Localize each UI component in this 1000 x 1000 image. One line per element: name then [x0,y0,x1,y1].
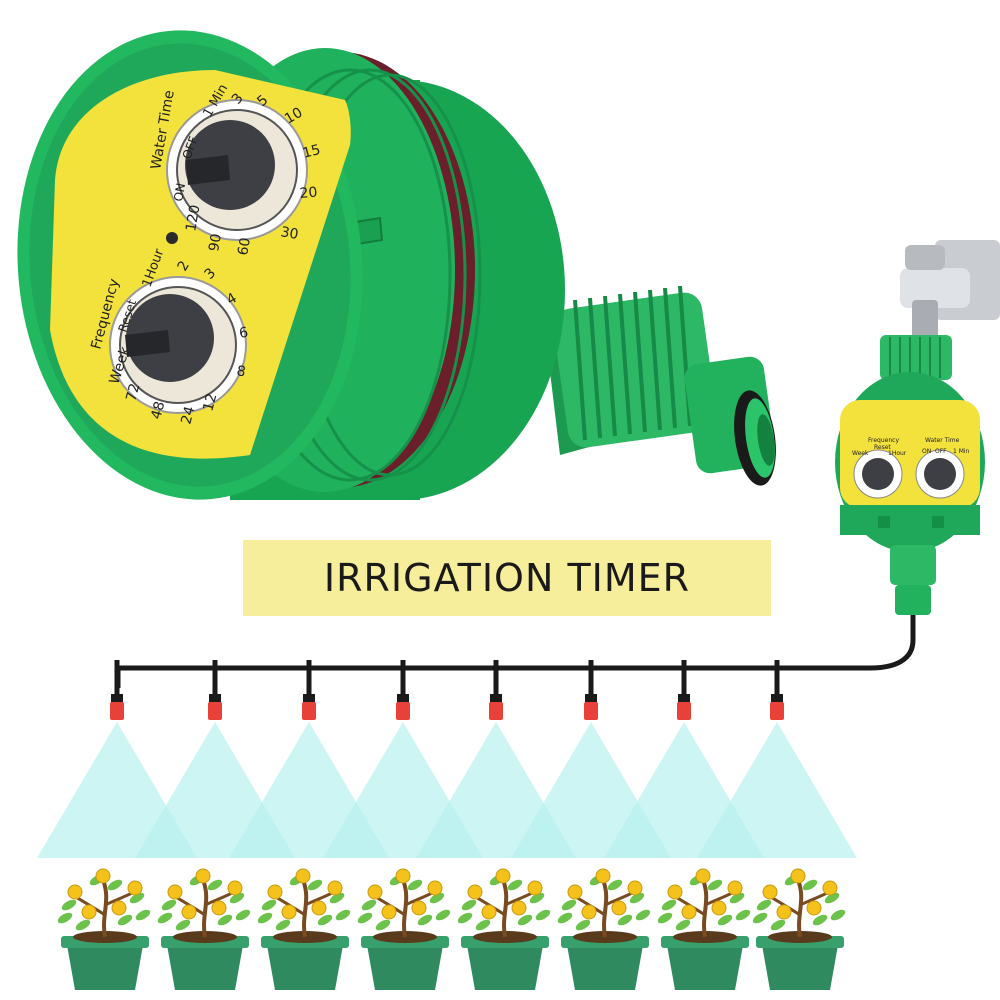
coin-icon [762,884,778,900]
sprinkler-nozzle [584,660,598,720]
potted-plant [357,868,451,990]
water-time-120: 120 [183,204,203,233]
water-time-90: 90 [206,232,225,252]
coin-icon [627,880,643,896]
hose-connector [545,285,776,486]
coin-icon [411,900,427,916]
coin-icon [267,884,283,900]
coin-icon [67,884,83,900]
faucet [900,240,1000,340]
small-on-label: ON [922,448,931,455]
small-min-label: 1 Min [953,448,970,455]
coin-icon [81,904,97,920]
potted-plant [752,868,846,990]
coin-icon [395,868,411,884]
small-water-time-label: Water Time [925,437,960,444]
coin-icon [822,880,838,896]
coin-icon [211,900,227,916]
small-off-label: OFF [935,448,947,455]
coin-icon [295,868,311,884]
water-time-60: 60 [235,236,254,256]
coin-icon [581,904,597,920]
frequency-dial[interactable] [109,276,247,414]
frequency-12: 12 [200,392,220,413]
spray-cone [697,722,857,858]
coin-icon [695,868,711,884]
coin-icon [467,884,483,900]
indicator-led [166,232,178,244]
potted-plant [657,868,751,990]
potted-plant [157,868,251,990]
water-time-30: 30 [279,224,299,243]
coin-icon [790,868,806,884]
coin-icon [495,868,511,884]
coin-icon [806,900,822,916]
potted-plant [457,868,551,990]
coin-icon [111,900,127,916]
water-time-20: 20 [299,184,318,201]
coin-icon [181,904,197,920]
sprinkler-nozzle [302,660,316,720]
title-banner: IRRIGATION TIMER [243,540,771,616]
sprinkler-nozzle [208,660,222,720]
sprinkler-group [110,660,784,720]
sprinkler-nozzle [677,660,691,720]
small-hour-label: 1Hour [888,450,907,457]
coin-icon [527,880,543,896]
coin-icon [567,884,583,900]
coin-icon [681,904,697,920]
coin-icon [381,904,397,920]
sprinkler-nozzle [396,660,410,720]
small-frequency-label: Frequency [868,437,899,444]
coin-icon [776,904,792,920]
coin-icon [711,900,727,916]
coin-icon [595,868,611,884]
irrigation-hose [115,615,916,688]
coin-icon [195,868,211,884]
frequency-48: 48 [148,400,168,421]
plant-group [57,868,846,990]
coin-icon [227,880,243,896]
coin-icon [367,884,383,900]
frequency-6: 6 [238,325,250,342]
frequency-8: 8 [235,363,247,380]
water-time-dial[interactable] [166,99,308,241]
coin-icon [427,880,443,896]
coin-icon [127,880,143,896]
spray-group [37,722,857,858]
coin-icon [511,900,527,916]
small-reset-label: Reset [874,444,891,451]
potted-plant [257,868,351,990]
coin-icon [95,868,111,884]
small-week-label: Week [852,450,869,457]
timer-small: Frequency Reset Week 1Hour Water Time ON… [835,335,985,615]
coin-icon [167,884,183,900]
frequency-24: 24 [178,405,198,426]
sprinkler-nozzle [770,660,784,720]
coin-icon [281,904,297,920]
coin-icon [667,884,683,900]
potted-plant [557,868,651,990]
sprinkler-nozzle [110,660,124,720]
coin-icon [481,904,497,920]
coin-icon [727,880,743,896]
frequency-72: 72 [123,382,143,403]
timer-large: Water Time ON OFF 1 Min 3 5 10 15 20 30 … [17,30,776,500]
sprinkler-nozzle [489,660,503,720]
water-time-10: 10 [282,105,305,128]
coin-icon [311,900,327,916]
coin-icon [327,880,343,896]
potted-plant [57,868,151,990]
water-time-15: 15 [301,142,322,162]
water-time-on: ON [171,182,188,203]
banner-title: IRRIGATION TIMER [323,556,691,600]
coin-icon [611,900,627,916]
